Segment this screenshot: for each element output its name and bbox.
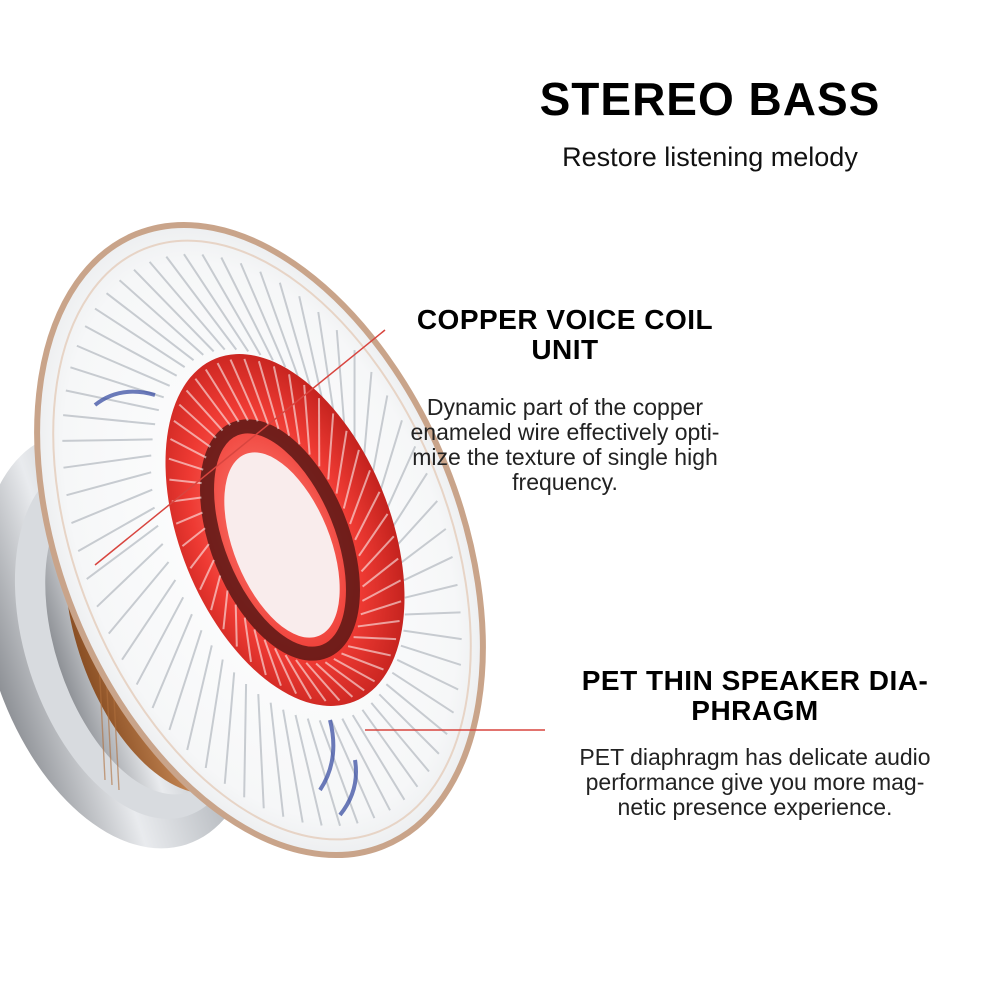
pet-title-line: PET THIN SPEAKER DIA- [581, 665, 929, 696]
callout-line-coil [94, 329, 386, 566]
coil-section-description: Dynamic part of the copper enameled wire… [365, 395, 765, 495]
pet-body-line: netic presence experience. [617, 794, 893, 820]
coil-title-line: COPPER VOICE COIL [416, 304, 714, 335]
page-subtitle: Restore listening melody [562, 142, 858, 172]
coil-body-line: mize the texture of single high [412, 444, 718, 470]
pet-section-title: PET THIN SPEAKER DIA- PHRAGM [540, 666, 970, 726]
coil-body-line: Dynamic part of the copper [426, 394, 704, 420]
coil-body-line: frequency. [512, 469, 618, 495]
pet-title-line: PHRAGM [691, 695, 819, 726]
page-title: STEREO BASS [539, 73, 881, 125]
red-dome [165, 354, 405, 706]
coil-body-line: enameled wire effectively opti- [410, 419, 720, 445]
pet-section-description: PET diaphragm has delicate audio perform… [530, 745, 980, 820]
pet-body-line: PET diaphragm has delicate audio [579, 744, 931, 770]
coil-section-title: COPPER VOICE COIL UNIT [380, 305, 750, 365]
coil-title-line: UNIT [531, 334, 599, 365]
pet-body-line: performance give you more mag- [585, 769, 925, 795]
